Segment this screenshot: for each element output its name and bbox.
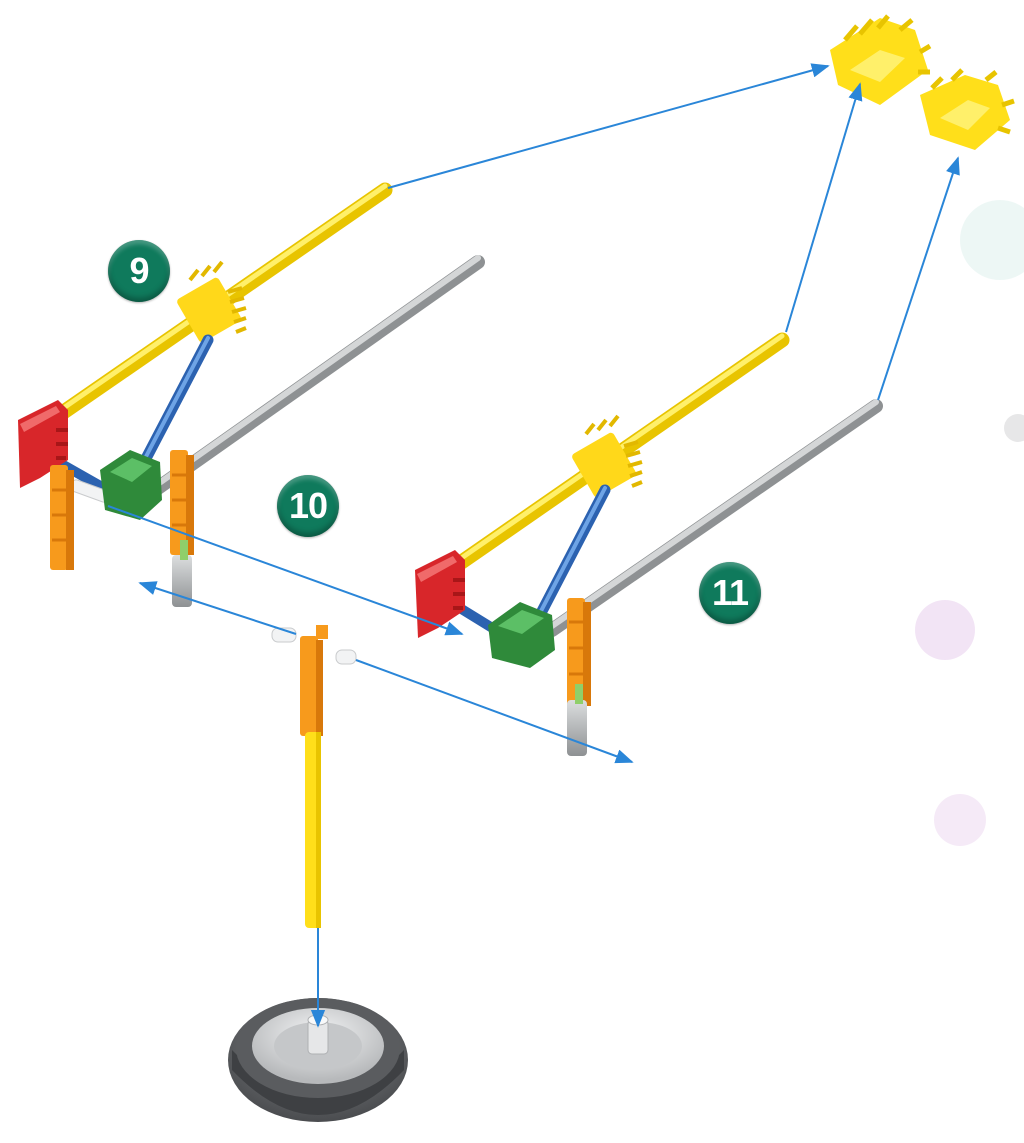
step-number-9: 9: [129, 253, 148, 289]
green-connector: [100, 450, 162, 520]
step-badge-9: 9: [108, 240, 170, 302]
step-badge-11: 11: [699, 562, 761, 624]
assembly-arrows: [108, 66, 958, 1026]
red-connector: [415, 550, 465, 638]
arrow-right-grey-rod-to-connector: [878, 158, 958, 400]
step-number-11: 11: [712, 575, 748, 611]
arrow-right-yellow-rod-to-connector: [786, 84, 860, 332]
arrow-yellow-rod-to-connector: [388, 66, 828, 188]
orange-connector: [170, 450, 194, 555]
orange-connector: [316, 625, 328, 639]
orange-connector: [300, 636, 323, 736]
step-badge-10: 10: [277, 475, 339, 537]
arrow-axle-left: [140, 583, 296, 634]
faded-background-parts: [915, 200, 1024, 846]
yellow-connector-top: [830, 16, 930, 105]
frame-assembly-left: [18, 186, 478, 607]
axle-assembly: [272, 625, 356, 928]
frame-assembly-right: [415, 336, 876, 756]
step-number-10: 10: [289, 488, 327, 524]
white-connector: [336, 650, 356, 664]
orange-connector: [50, 465, 74, 570]
yellow-connector-right: [920, 70, 1014, 150]
